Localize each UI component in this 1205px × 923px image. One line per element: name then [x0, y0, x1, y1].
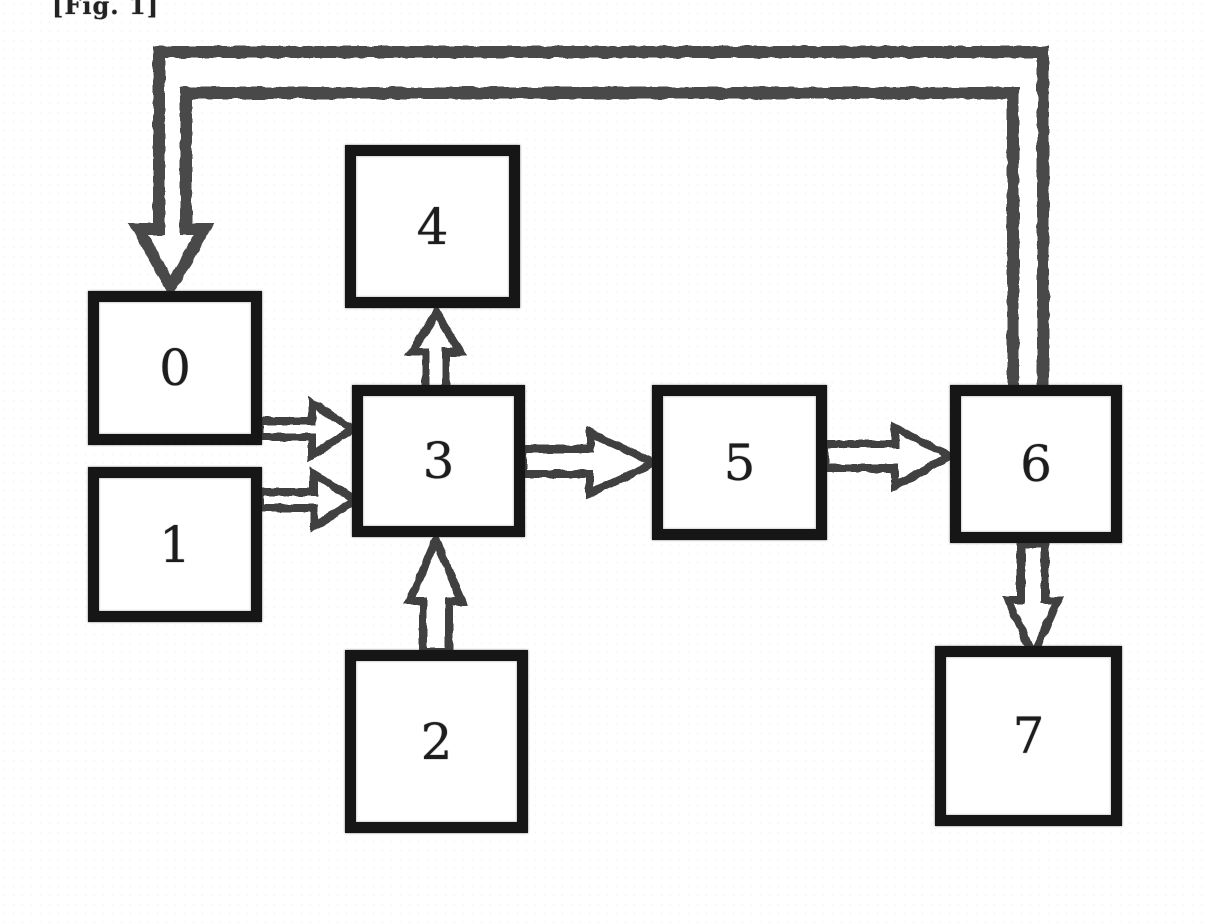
arrow-2-to-3 — [403, 529, 469, 656]
node-label-0: 0 — [159, 339, 191, 397]
node-box-7: 7 — [935, 646, 1122, 826]
node-label-2: 2 — [420, 712, 453, 771]
arrow-0-to-3 — [256, 395, 361, 463]
arrow-6-to-7 — [1001, 540, 1065, 666]
node-label-5: 5 — [723, 433, 756, 492]
node-box-6: 6 — [950, 385, 1122, 543]
node-box-4: 4 — [345, 145, 520, 308]
node-box-0: 0 — [88, 291, 262, 445]
node-label-7: 7 — [1012, 707, 1045, 765]
arrow-6-to-0-feedback — [127, 46, 1049, 398]
node-label-6: 6 — [1020, 435, 1052, 493]
arrow-5-to-6 — [821, 421, 959, 493]
arrow-3-to-4 — [404, 305, 468, 396]
figure-caption: [Fig. 1] — [52, 0, 160, 20]
node-box-5: 5 — [652, 385, 827, 540]
node-label-4: 4 — [416, 197, 449, 256]
node-label-1: 1 — [159, 515, 191, 574]
node-box-3: 3 — [352, 385, 525, 537]
node-label-3: 3 — [422, 432, 455, 490]
arrow-1-to-3 — [256, 466, 364, 534]
arrow-3-to-5 — [519, 426, 665, 500]
node-box-1: 1 — [88, 467, 262, 622]
node-box-2: 2 — [345, 650, 528, 833]
